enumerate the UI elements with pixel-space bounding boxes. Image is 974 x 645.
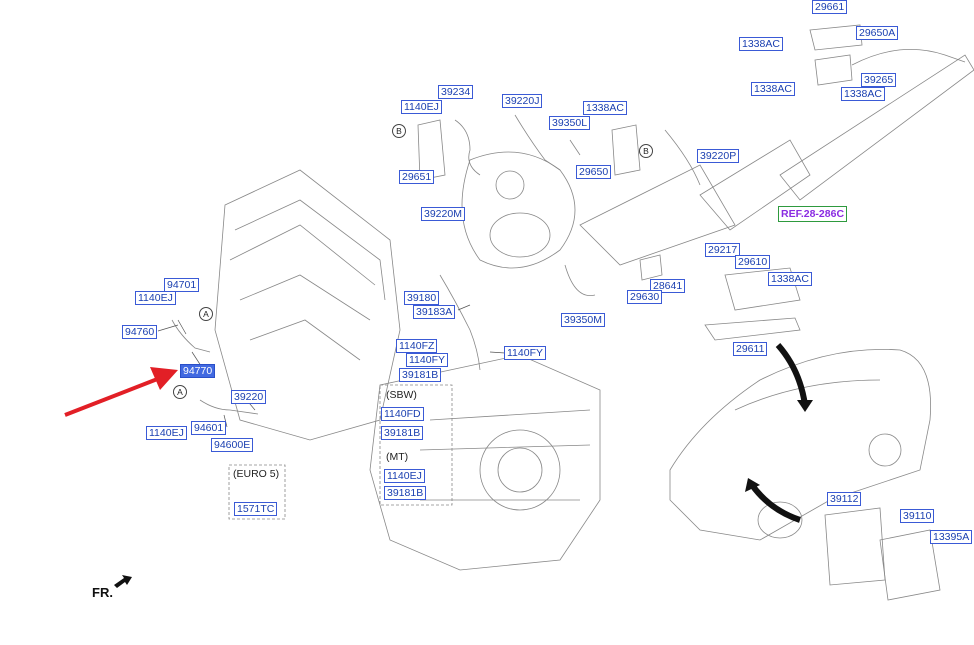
- part-label-29611[interactable]: 29611: [733, 342, 768, 356]
- sbw-note: (SBW): [386, 389, 417, 401]
- marker-b: B: [392, 124, 406, 138]
- part-label-1140FD[interactable]: 1140FD: [381, 407, 424, 421]
- part-label-29610[interactable]: 29610: [735, 255, 771, 269]
- mt-note: (MT): [386, 451, 409, 463]
- part-label-28641[interactable]: 28641: [650, 279, 686, 293]
- part-label-94760[interactable]: 94760: [122, 325, 158, 339]
- part-label-39180[interactable]: 39180: [404, 291, 440, 305]
- red-pointer-arrow: [64, 376, 161, 417]
- part-label-39265[interactable]: 39265: [861, 73, 897, 87]
- ecu-pointer-arrow-2: [749, 483, 801, 523]
- part-label-39220[interactable]: 39220: [231, 390, 267, 404]
- part-label-29661[interactable]: 29661: [812, 0, 848, 14]
- marker-a: A: [173, 385, 187, 399]
- part-label-1571TC[interactable]: 1571TC: [234, 502, 278, 516]
- part-label-29650A[interactable]: 29650A: [856, 26, 899, 40]
- transmission: [369, 354, 601, 571]
- part-label-39350L[interactable]: 39350L: [549, 116, 591, 130]
- part-label-39220M[interactable]: 39220M: [421, 207, 465, 221]
- part-label-39220J[interactable]: 39220J: [502, 94, 543, 108]
- part-label-29217[interactable]: 29217: [705, 243, 741, 257]
- part-label-94600E[interactable]: 94600E: [211, 438, 254, 452]
- ecu-unit: [879, 529, 941, 601]
- part-label-29651[interactable]: 29651: [399, 170, 435, 184]
- ecu-module: [724, 267, 801, 311]
- part-label-1140EJ[interactable]: 1140EJ: [401, 100, 442, 114]
- euro5-note: (EURO 5): [233, 468, 280, 480]
- part-label-39181B[interactable]: 39181B: [384, 486, 427, 500]
- part-label-1140EJ[interactable]: 1140EJ: [135, 291, 176, 305]
- part-label-94701[interactable]: 94701: [164, 278, 200, 292]
- turbocharger: [461, 151, 576, 269]
- reference-link[interactable]: REF.28-286C: [778, 206, 848, 222]
- part-label-39350M[interactable]: 39350M: [561, 313, 605, 327]
- ecu-pointer-arrow-1: [775, 343, 808, 406]
- front-direction-arrow-icon: [114, 575, 132, 588]
- front-direction-label: FR.: [92, 585, 113, 600]
- marker-b: B: [639, 144, 653, 158]
- part-label-39181B[interactable]: 39181B: [381, 426, 424, 440]
- part-label-1338AC[interactable]: 1338AC: [739, 37, 783, 51]
- part-label-29630[interactable]: 29630: [627, 290, 663, 304]
- part-label-1140EJ[interactable]: 1140EJ: [384, 469, 425, 483]
- part-label-39234[interactable]: 39234: [438, 85, 474, 99]
- part-label-94770-highlighted[interactable]: 94770: [180, 364, 216, 378]
- part-label-1338AC[interactable]: 1338AC: [768, 272, 812, 286]
- part-label-29650[interactable]: 29650: [576, 165, 612, 179]
- part-label-1140EJ[interactable]: 1140EJ: [146, 426, 187, 440]
- exhaust-pipe: [779, 54, 974, 201]
- part-label-1338AC[interactable]: 1338AC: [583, 101, 627, 115]
- part-label-1140FY[interactable]: 1140FY: [504, 346, 546, 360]
- part-label-39110[interactable]: 39110: [900, 509, 935, 523]
- part-label-39183A[interactable]: 39183A: [413, 305, 456, 319]
- part-label-1338AC[interactable]: 1338AC: [841, 87, 885, 101]
- part-label-1140FY[interactable]: 1140FY: [406, 353, 448, 367]
- part-label-39181B[interactable]: 39181B: [399, 368, 442, 382]
- catalytic-converter: [579, 164, 736, 266]
- part-label-94601[interactable]: 94601: [191, 421, 227, 435]
- part-label-39220P[interactable]: 39220P: [697, 149, 740, 163]
- ecu-bracket: [824, 507, 886, 586]
- vehicle-outline: [669, 349, 931, 541]
- part-label-39112[interactable]: 39112: [827, 492, 862, 506]
- part-label-1140FZ[interactable]: 1140FZ: [396, 339, 438, 353]
- engine-block: [214, 169, 401, 441]
- part-label-13395A[interactable]: 13395A: [930, 530, 973, 544]
- part-label-1338AC[interactable]: 1338AC: [751, 82, 795, 96]
- marker-a: A: [199, 307, 213, 321]
